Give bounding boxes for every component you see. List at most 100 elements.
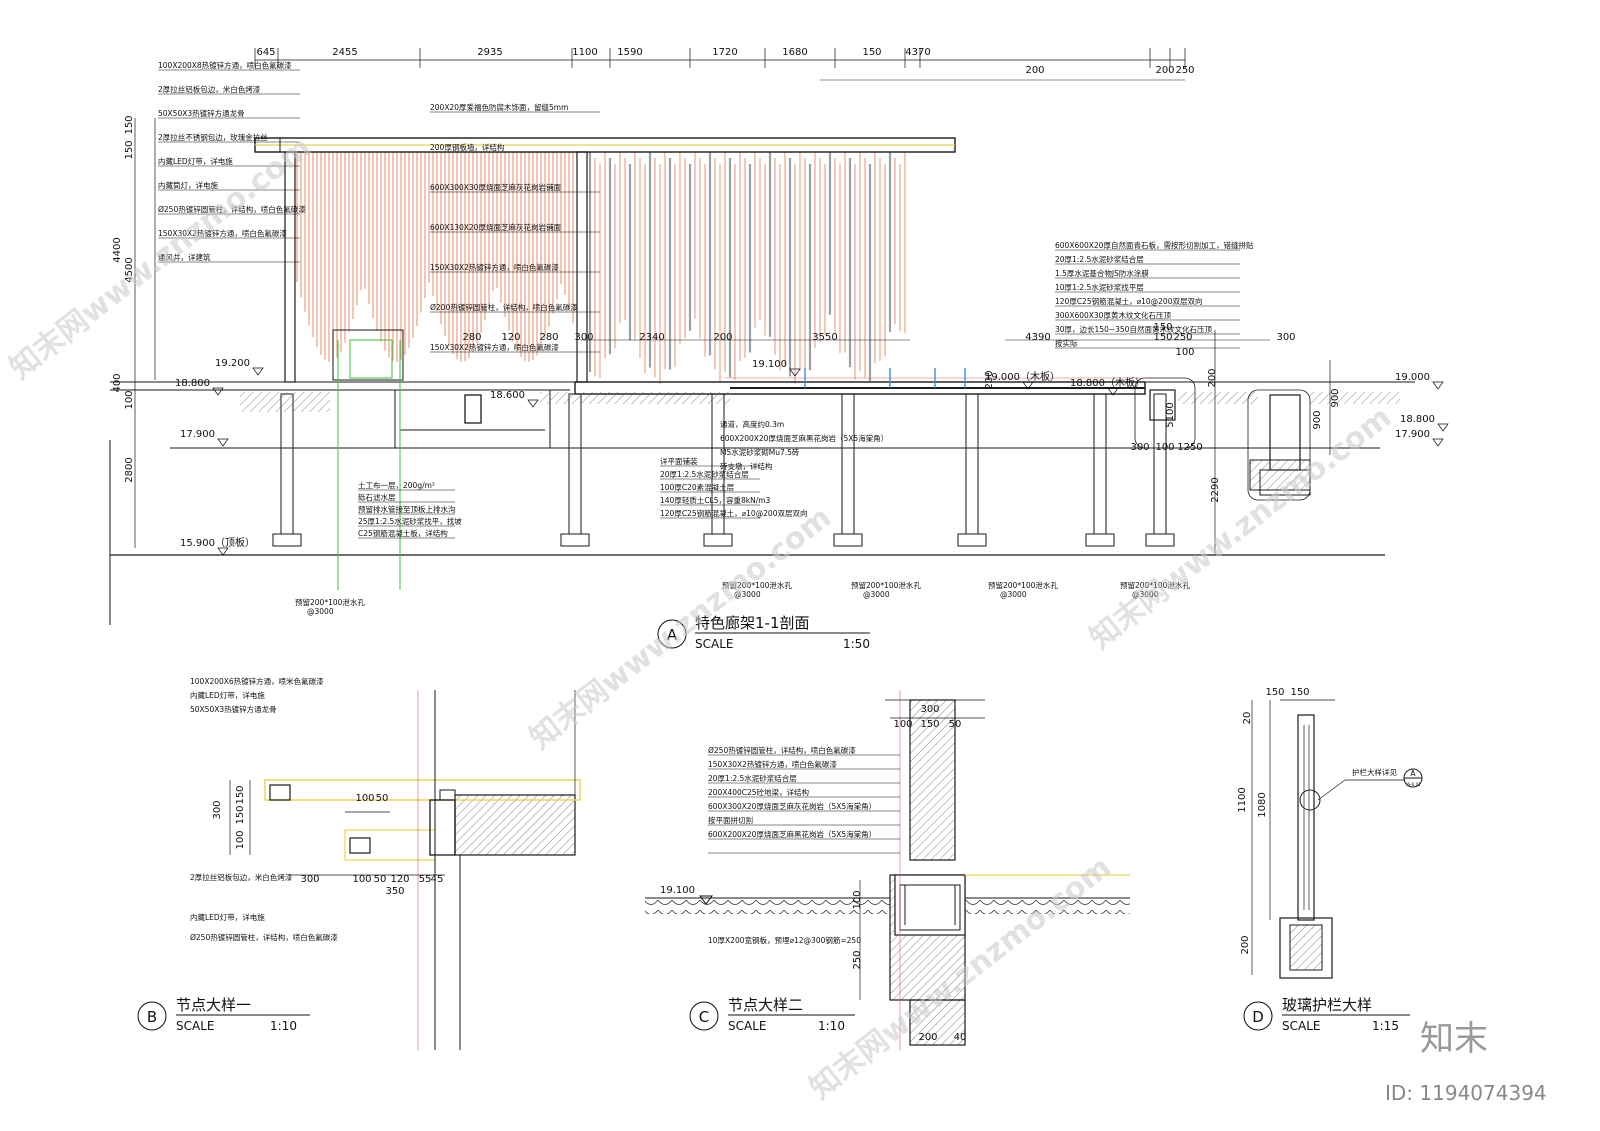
leader-note: 10厚X200宽钢板，预埋⌀12@300钢筋=250 xyxy=(708,935,861,945)
right-dim-label: 300 xyxy=(1130,442,1149,453)
drain-hole-label: 预留200*100泄水孔 xyxy=(851,580,921,590)
pier-shaft xyxy=(841,393,855,535)
top-dim-label: 1100 xyxy=(572,47,597,58)
drain-hole-spacing: @3000 xyxy=(863,590,890,599)
detail-b-dim: 150 xyxy=(235,805,246,824)
level-triangle xyxy=(252,367,264,376)
notes-left: 100X200X8热镀锌方通，喷白色氟碳漆2厚拉丝铝板包边，米白色烤漆50X50… xyxy=(158,60,306,263)
level-label: 19.100 xyxy=(752,359,787,370)
detail-b-title-block: B 节点大样一 SCALE 1:10 xyxy=(137,996,310,1033)
notes-lower-right: 通道，高度约0.3m600X200X20厚烧面芝麻黑花岗岩（5X5海棠角）M5水… xyxy=(720,419,888,471)
leader-note: 20厚1:2.5水泥砂浆结合层 xyxy=(708,773,797,783)
left-dim-label: 4400 xyxy=(112,237,123,262)
mid-dim-label: 150 xyxy=(1153,332,1172,343)
leader-note: 140厚轻质土CL5，容重8kN/m3 xyxy=(660,495,771,505)
detail-d-callout: 护栏大样详见 xyxy=(1352,767,1397,777)
detail-b-dim: 45 xyxy=(431,874,444,885)
leader-note: 10厚1:2.5水泥砂浆找平层 xyxy=(1055,282,1144,292)
detail-b-scale-label: SCALE xyxy=(176,1019,214,1033)
right-dim-label: 900 xyxy=(1312,410,1323,429)
right-dim-label: 2290 xyxy=(1210,477,1221,502)
right-dim-label: 5100 xyxy=(1165,402,1176,427)
leader-note: 50X50X3热镀锌方通龙骨 xyxy=(190,704,277,714)
level-triangle xyxy=(1107,387,1119,396)
right-dim-label: 100 xyxy=(1155,442,1174,453)
detail-c-title-block: C 节点大样二 SCALE 1:10 xyxy=(689,996,855,1033)
level-triangle xyxy=(1437,423,1449,432)
level-label: 15.900（顶板） xyxy=(180,536,255,549)
section-a-scale-value: 1:50 xyxy=(843,637,870,651)
leader-note: 200X400C25砼地梁，详结构 xyxy=(708,787,810,797)
leader-note: 600X300X30厚烧面芝麻灰花岗岩铺面 xyxy=(430,182,561,192)
leader-note: 150X30X2热镀锌方通，喷白色氟碳漆 xyxy=(158,228,287,238)
pier-footing xyxy=(1085,533,1115,547)
leader-note: 2厚拉丝铝板包边，米白色烤漆 xyxy=(190,872,293,882)
detail-c-badge: C xyxy=(699,1008,709,1026)
leader-note: 通风井，详建筑 xyxy=(158,252,211,262)
watermark-text-1: 知末网www.znzmo.com xyxy=(3,130,318,387)
detail-b-title: 节点大样一 xyxy=(176,996,251,1014)
mid-dim-label: 120 xyxy=(501,332,520,343)
level-label: 18.600 xyxy=(490,390,525,401)
detail-c-level-text: 19.100 xyxy=(660,885,695,896)
detail-c-notes: Ø250热镀锌圆管柱，详结构，喷白色氟碳漆150X30X2热镀锌方通，喷白色氟碳… xyxy=(708,745,900,945)
right-dim-label: 200 xyxy=(984,370,995,389)
pier-footing xyxy=(560,533,590,547)
detail-d-dim: 150 xyxy=(1290,687,1309,698)
detail-b-dim: 100 xyxy=(355,793,374,804)
left-dim-label: 150 xyxy=(124,140,135,159)
level-triangle xyxy=(1432,438,1444,447)
level-label: 19.200 xyxy=(215,358,250,369)
mid-dim-label: 250 xyxy=(1173,332,1192,343)
pier-shaft xyxy=(1093,393,1107,535)
section-a-title: 特色廊架1-1剖面 xyxy=(695,614,810,632)
detail-b-notes: 100X200X6热镀锌方通，喷米色氟碳漆内藏LED灯带，详电施50X50X3热… xyxy=(190,676,338,942)
detail-d-callout-sub: YS-6.01 xyxy=(1404,782,1421,787)
detail-d-title-block: D 玻璃护栏大样 SCALE 1:15 xyxy=(1243,996,1410,1033)
leader-note: 土工布一层，200g/m² xyxy=(358,480,435,490)
level-label: 19.000（木板） xyxy=(985,370,1060,383)
pier-footing xyxy=(1145,533,1175,547)
section-a-badge: A xyxy=(667,626,678,644)
detail-c-title: 节点大样二 xyxy=(728,996,803,1014)
leader-note: 详平面铺装 xyxy=(660,456,698,466)
left-dim-label: 4500 xyxy=(124,257,135,282)
section-a-title-block: A 特色廊架1-1剖面 SCALE 1:50 xyxy=(657,614,870,651)
leader-note: 150X30X2热镀锌方通，喷白色氟碳漆 xyxy=(430,342,559,352)
mid-dim-label: 100 xyxy=(1175,347,1194,358)
left-dim-label: 100 xyxy=(124,390,135,409)
drain-hole-spacing: @3000 xyxy=(1000,590,1027,599)
level-triangle xyxy=(217,547,229,556)
watermark-layer: 知末网www.znzmo.com 知末网www.znzmo.com 知末网www… xyxy=(3,130,1398,1107)
drain-hole-label: 预留200*100泄水孔 xyxy=(1120,580,1190,590)
leader-note: 内藏筒灯，详电施 xyxy=(158,180,218,190)
leader-note: 砾石滤水层 xyxy=(358,492,396,502)
level-label: 19.000 xyxy=(1395,372,1430,383)
pier-shaft xyxy=(965,393,979,535)
level-label: 18.800 xyxy=(1400,414,1435,425)
notes-lower-left: 土工布一层，200g/m²砾石滤水层预留排水管接至顶板上排水沟25厚1:2.5水… xyxy=(358,480,462,539)
watermark-brand: 知末 xyxy=(1420,1019,1488,1059)
level-markers: 19.20018.80017.90015.900（顶板）18.60019.000… xyxy=(175,358,1449,556)
leader-note: M5水泥砂浆砌Mu7.5砖 xyxy=(720,447,800,457)
leader-note: 120厚C25钢筋混凝土，⌀10@200双层双向 xyxy=(660,508,807,518)
mid-dim-label: 280 xyxy=(539,332,558,343)
leader-note: 150X30X2热镀锌方通，喷白色氟碳漆 xyxy=(708,759,837,769)
detail-c-dim: 150 xyxy=(920,719,939,730)
notes-right: 600X600X20厚自然面青石板，需按形切割加工，错缝拼贴20厚1:2.5水泥… xyxy=(1055,240,1254,349)
detail-d-dim: 200 xyxy=(1240,935,1251,954)
top-dimension-ticks xyxy=(254,48,1186,68)
leader-note: 内藏LED灯带，详电施 xyxy=(158,156,233,166)
top-dim-label: 2935 xyxy=(477,47,502,58)
leader-note: 内藏LED灯带，详电施 xyxy=(190,690,265,700)
detail-b-dim: 300 xyxy=(212,800,223,819)
section-a-scale-label: SCALE xyxy=(695,637,733,651)
